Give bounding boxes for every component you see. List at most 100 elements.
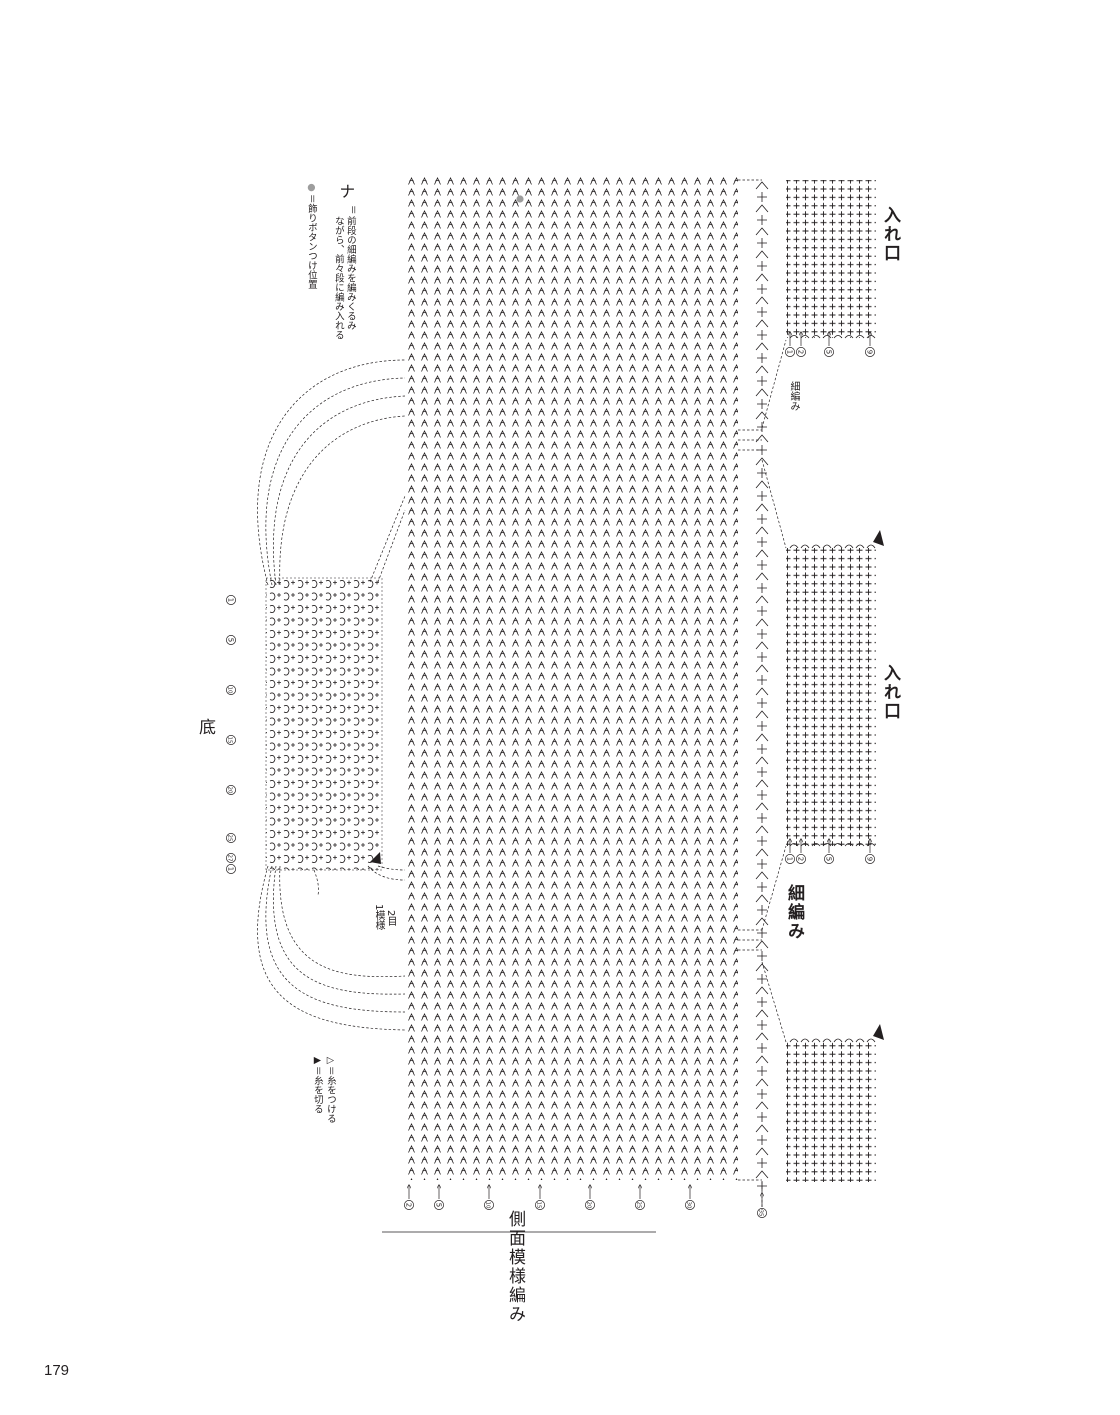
edge-stitch [755, 687, 769, 696]
svg-text:5: 5 [227, 638, 235, 642]
edge-stitch [755, 1170, 769, 1179]
side-row-number: 10 [484, 1185, 494, 1210]
edge-stitch [755, 572, 769, 581]
edge-stitch [755, 480, 769, 489]
legend-dot-text: ＝飾りボタンつけ位置 [305, 194, 317, 290]
edge-stitch [755, 664, 769, 673]
edge-stitch [757, 192, 767, 202]
edge-stitch [755, 733, 769, 742]
edge-stitch [757, 399, 767, 409]
bottom-row-number: 5 [226, 635, 236, 645]
edge-stitch [757, 652, 767, 662]
two-sts-label: 2目 [385, 910, 396, 927]
edge-stitch [757, 284, 767, 294]
edge-stitch [755, 1055, 769, 1064]
side-row-number: 30 [685, 1185, 695, 1210]
svg-text:30: 30 [686, 1202, 692, 1209]
bottom-grid [265, 577, 383, 871]
chain-loop [811, 335, 821, 339]
edge-stitch [755, 986, 769, 995]
edge-stitch [757, 813, 767, 823]
edge-stitch [757, 606, 767, 616]
chain-loop [855, 544, 865, 549]
edge-stitch [755, 1124, 769, 1133]
edge-stitch [755, 181, 769, 190]
edge-stitch [755, 1147, 769, 1156]
legend-desc-line2: ながら、前々段に編み入れる [332, 216, 344, 340]
side-pattern-label: 側面模様編み [505, 1210, 525, 1324]
edge-stitch [757, 468, 767, 478]
svg-text:9: 9 [866, 857, 874, 861]
edge-stitch [755, 549, 769, 558]
chain-loop [833, 843, 843, 847]
chain-loop [822, 544, 832, 549]
legend-attach-icon: ▷ [324, 1055, 336, 1066]
edge-stitch [757, 514, 767, 524]
svg-text:1: 1 [227, 867, 235, 871]
chain-loop [866, 335, 876, 339]
one-pattern-label: 1模様 [373, 904, 384, 931]
edge-stitch [755, 227, 769, 236]
edge-stitch [755, 894, 769, 903]
edge-stitch [757, 974, 767, 984]
edge-stitch [755, 825, 769, 834]
opening-row-number: 1 [785, 839, 795, 864]
chain-loop [844, 544, 854, 549]
svg-text:5: 5 [435, 1203, 443, 1207]
edge-stitch [757, 376, 767, 386]
chain-loop [811, 544, 821, 549]
edge-stitch [757, 1135, 767, 1145]
chain-loop [866, 544, 876, 549]
chain-loop [800, 544, 810, 549]
edge-stitch [755, 273, 769, 282]
legend-desc-line1: 前段の細編みを編みくるみ [344, 216, 356, 330]
edge-stitch [755, 296, 769, 305]
chain-loop [855, 843, 865, 847]
edge-stitch [757, 560, 767, 570]
edge-stitch [755, 319, 769, 328]
edge-stitch [755, 917, 769, 926]
edge-stitch [757, 744, 767, 754]
opening-blocks [786, 180, 876, 1182]
edge-stitch [757, 951, 767, 961]
bottom-row-number: 15 [226, 735, 236, 745]
chain-loop [844, 843, 854, 847]
svg-text:2: 2 [797, 857, 805, 861]
opening-row-number: 9 [865, 332, 875, 357]
chain-loop [822, 1038, 832, 1043]
chain-loop [844, 1038, 854, 1043]
bottom-label: 底 [195, 718, 215, 737]
opening-label-2: 入れ口 [880, 664, 900, 721]
chain-loop [789, 335, 799, 339]
chain-loop [800, 843, 810, 847]
svg-text:10: 10 [227, 687, 233, 694]
chain-loop [855, 335, 865, 339]
edge-stitch [755, 503, 769, 512]
edge-stitch [755, 756, 769, 765]
chain-loop [833, 544, 843, 549]
edge-stitch [757, 261, 767, 271]
edge-stitch [755, 779, 769, 788]
edge-stitch [757, 882, 767, 892]
edge-stitch [757, 698, 767, 708]
bottom-row-number: 10 [226, 685, 236, 695]
opening-row-number: 5 [824, 839, 834, 864]
bottom-row-number: 27 [226, 853, 236, 863]
opening-row-number: 2 [796, 839, 806, 864]
svg-text:1: 1 [227, 598, 235, 602]
chain-loop [822, 335, 832, 339]
svg-text:5: 5 [825, 857, 833, 861]
edge-stitch [757, 583, 767, 593]
edge-stitch [757, 537, 767, 547]
chain-loop [866, 1038, 876, 1043]
legend-cut-text: ＝糸を切る [311, 1066, 323, 1114]
side-row-number: 20 [585, 1185, 595, 1210]
edge-stitch [755, 365, 769, 374]
edge-stitch [755, 250, 769, 259]
chain-loop [789, 843, 799, 847]
svg-text:1: 1 [786, 350, 794, 354]
opening-row-number: 5 [824, 332, 834, 357]
side-row-number: 15 [535, 1185, 545, 1210]
edge-stitch [757, 491, 767, 501]
